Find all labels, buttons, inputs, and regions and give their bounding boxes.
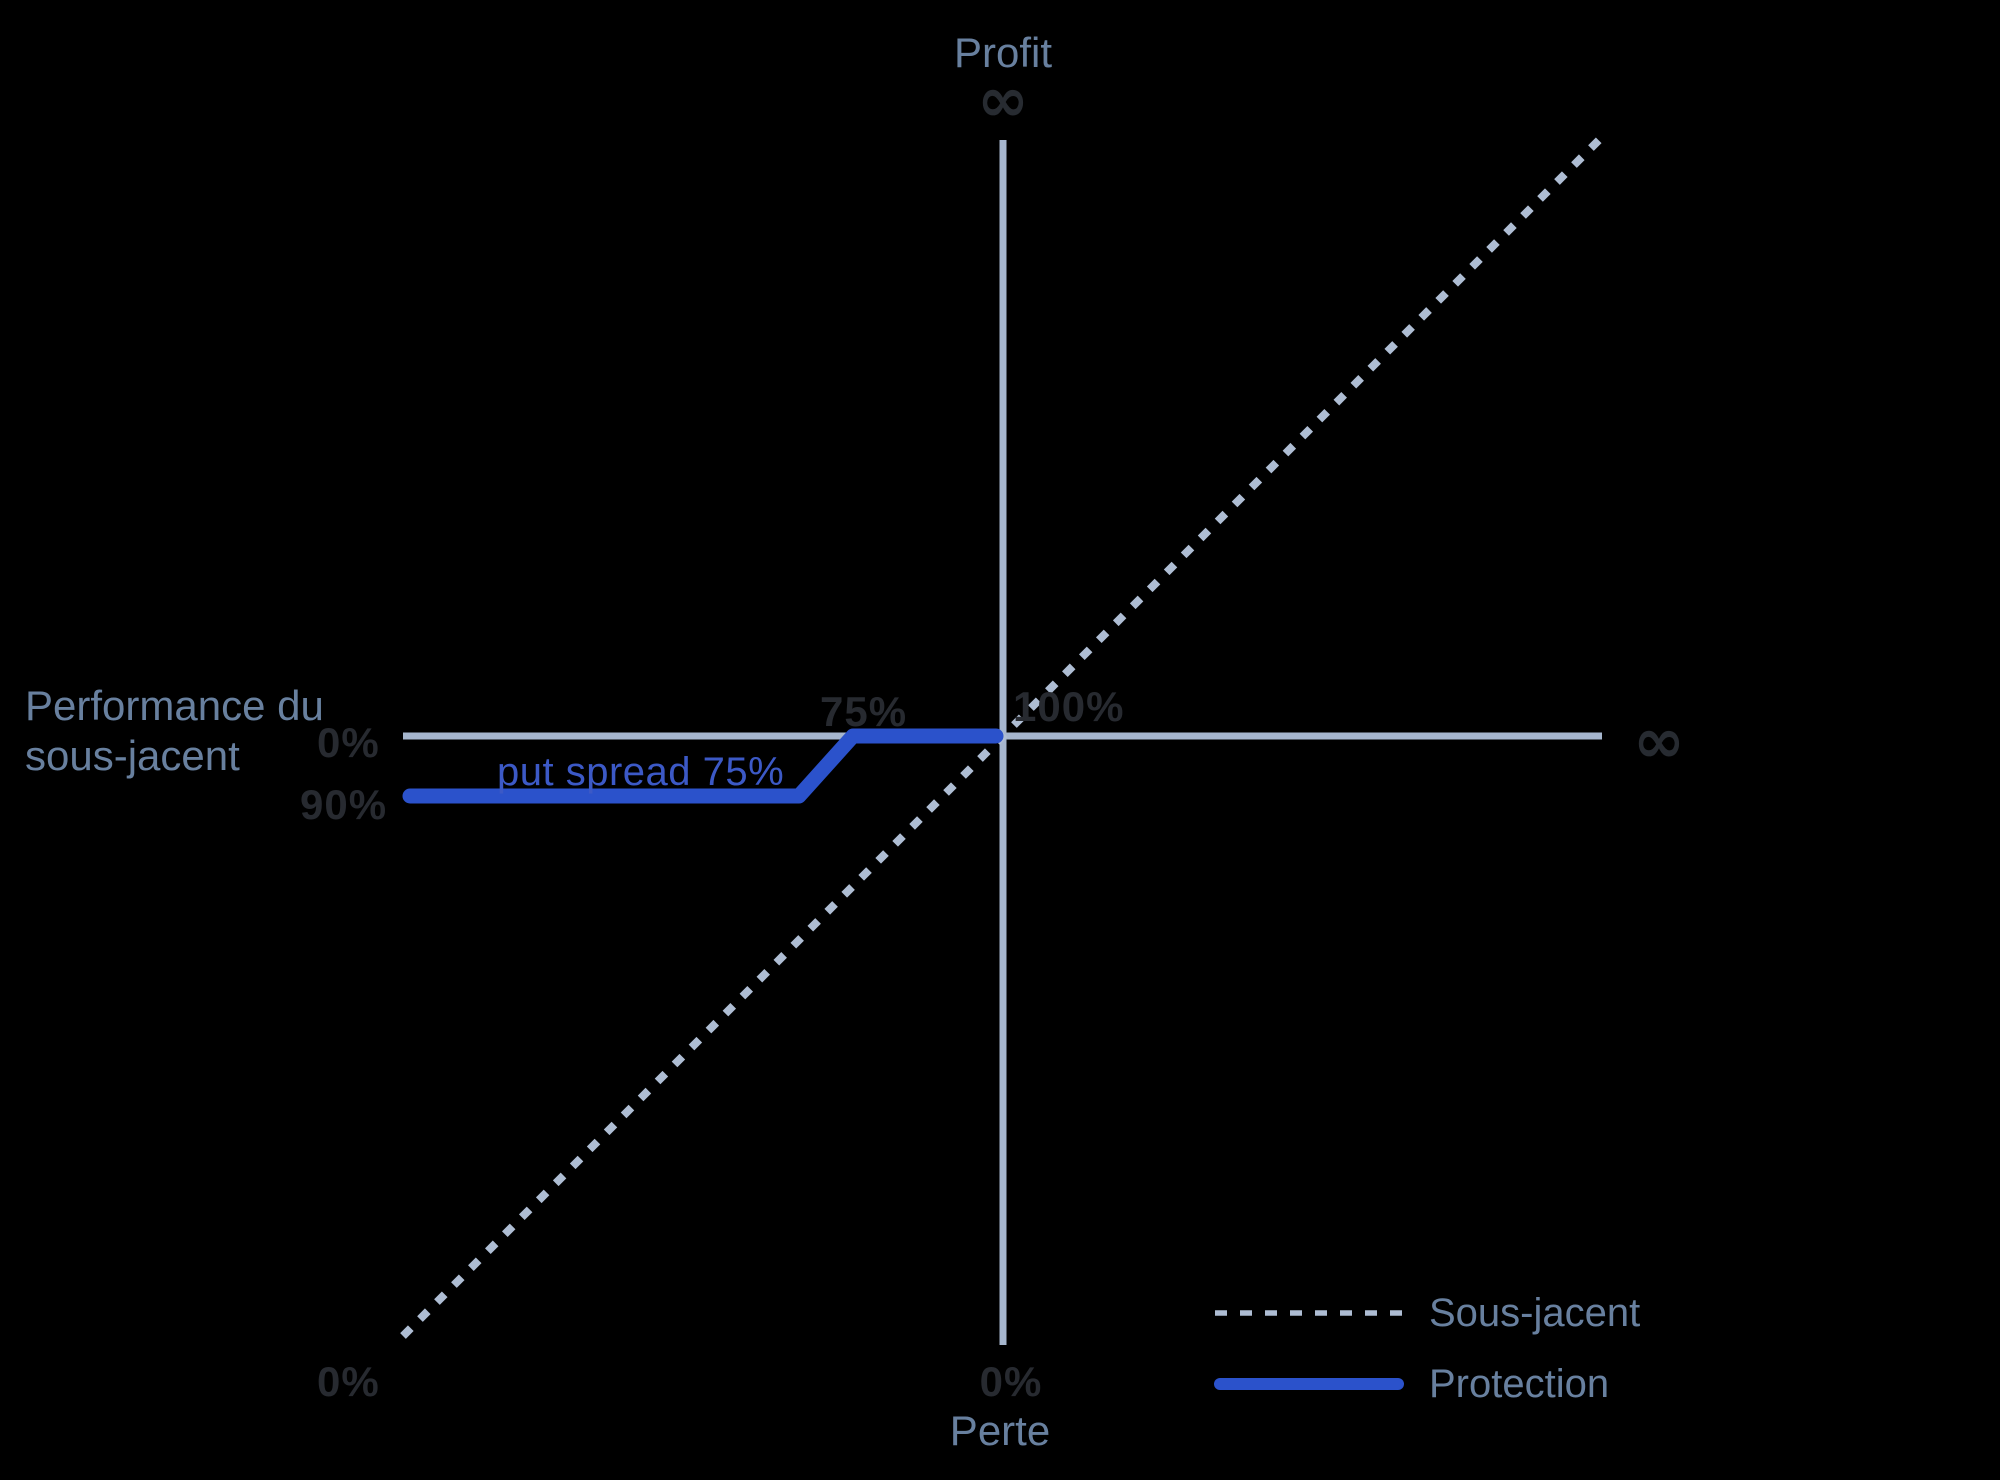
perte-axis-label: Perte <box>949 1407 1051 1454</box>
tick-0-bottom-left: 0% <box>317 1358 380 1405</box>
tick-90: 90% <box>300 781 388 828</box>
chart-legend: Sous-jacent Protection <box>1213 1288 1640 1409</box>
legend-label-sous-jacent: Sous-jacent <box>1429 1291 1641 1335</box>
series-protection <box>402 728 1004 804</box>
profit-axis-label: Profit <box>953 29 1053 76</box>
legend-item-protection: Protection <box>1213 1359 1640 1409</box>
x-axis-title: Performance du sous-jacent <box>25 681 324 781</box>
put-spread-annotation: put spread 75% <box>497 750 785 794</box>
legend-item-sous-jacent: Sous-jacent <box>1213 1288 1640 1338</box>
solid-line-swatch-icon <box>1214 1378 1404 1390</box>
x-axis-title-line1: Performance du <box>25 682 324 729</box>
legend-label-protection: Protection <box>1429 1362 1610 1406</box>
tick-0-left: 0% <box>317 719 380 766</box>
tick-100: 100% <box>1013 683 1125 730</box>
tick-0-bottom-center: 0% <box>979 1358 1043 1405</box>
x-axis-title-line2: sous-jacent <box>25 732 240 779</box>
infinity-top-tick: ∞ <box>977 63 1029 136</box>
infinity-right-tick: ∞ <box>1633 704 1685 777</box>
tick-75: 75% <box>820 688 908 735</box>
dashed-line-swatch-icon <box>1215 1310 1403 1316</box>
